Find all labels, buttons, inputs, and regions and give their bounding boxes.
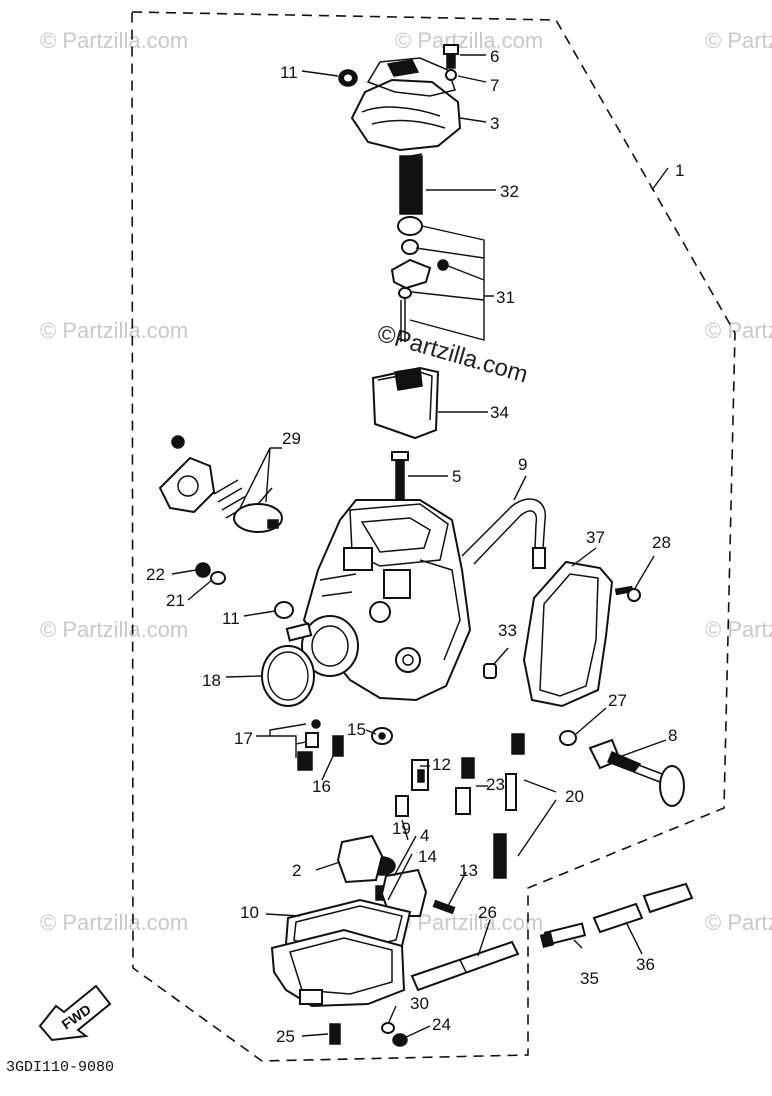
callout-10: 10 (240, 903, 259, 922)
watermark-low-right: © Partzilla.com (705, 617, 772, 642)
callout-19: 19 (392, 819, 411, 838)
side-cover-37 (522, 560, 614, 708)
callout-8: 8 (668, 726, 677, 745)
o-ring-30 (381, 1022, 395, 1034)
throttle-valve-group-31 (390, 216, 449, 342)
callout-25: 25 (276, 1027, 295, 1046)
callout-27: 27 (608, 691, 627, 710)
watermark-top-right: © Partzilla.com (705, 28, 772, 53)
callout-17: 17 (234, 729, 253, 748)
callout-23: 23 (486, 775, 505, 794)
accel-pump-cover-29 (158, 435, 216, 514)
callout-34: 34 (490, 403, 509, 422)
watermark-top-left: © Partzilla.com (40, 28, 188, 53)
throttle-slide-34 (371, 366, 440, 440)
callout-36: 36 (636, 955, 655, 974)
fitting-35 (539, 922, 587, 948)
callout-28: 28 (652, 533, 671, 552)
callout-11-top: 11 (280, 63, 298, 82)
needle-jet-12 (411, 759, 429, 791)
screw-5 (391, 451, 409, 501)
jet-23 (455, 757, 475, 815)
callout-32: 32 (500, 182, 519, 201)
washer-21 (210, 571, 226, 585)
screw-28 (614, 585, 641, 602)
jet-17-group (297, 719, 321, 771)
callout-30: 30 (410, 994, 429, 1013)
callout-12: 12 (432, 755, 451, 774)
callout-4: 4 (420, 826, 429, 845)
watermark-top-center: © Partzilla.com (395, 28, 543, 53)
watermark-low-left: © Partzilla.com (40, 617, 188, 642)
cap-11-body (274, 601, 294, 619)
diagram-code: 3GDI110-9080 (6, 1059, 114, 1076)
drain-screw-25 (329, 1023, 341, 1045)
callout-29: 29 (282, 429, 301, 448)
main-jet-19 (395, 795, 409, 817)
starter-plunger-8 (588, 738, 685, 807)
cover-screw-6 (443, 44, 459, 69)
callout-5: 5 (452, 467, 461, 486)
accel-pump-spring-29 (213, 479, 251, 519)
forward-arrow: FWD (38, 984, 112, 1042)
jet-20 (493, 733, 525, 879)
carburetor-body (285, 499, 472, 702)
vent-hose-9 (461, 498, 546, 569)
washer-7 (445, 69, 457, 81)
callout-24: 24 (432, 1015, 451, 1034)
throttle-spring-32 (399, 153, 423, 215)
callout-22: 22 (146, 565, 165, 584)
callout-16: 16 (312, 777, 331, 796)
float-pin-13 (432, 899, 456, 915)
plug-33 (483, 663, 497, 679)
float-2 (336, 834, 428, 917)
float-bowl (270, 928, 406, 1008)
callout-21: 21 (166, 591, 185, 610)
drain-hose-26 (410, 940, 520, 992)
plug-15 (371, 727, 393, 745)
callout-labels: 1 2 3 4 5 6 7 8 9 10 11 11 12 13 14 15 1… (146, 47, 684, 1046)
callout-2: 2 (292, 861, 301, 880)
jet-16 (332, 735, 344, 757)
callout-11-body: 11 (222, 609, 240, 628)
callout-6: 6 (490, 47, 499, 66)
carb-top-cover (350, 57, 462, 152)
callout-20: 20 (565, 787, 584, 806)
watermark-mid-right: © Partzilla.com (705, 318, 772, 343)
watermark-bottom-left: © Partzilla.com (40, 910, 188, 935)
callout-1: 1 (675, 161, 684, 180)
hose-36 (592, 882, 694, 934)
screw-24 (392, 1033, 408, 1047)
accel-pump-diaphragm-29 (233, 487, 283, 533)
watermark-mid-left: © Partzilla.com (40, 318, 188, 343)
callout-31: 31 (496, 288, 515, 307)
callout-3: 3 (490, 114, 499, 133)
callout-35: 35 (580, 969, 599, 988)
callout-33: 33 (498, 621, 517, 640)
callout-15: 15 (347, 720, 366, 739)
callout-14: 14 (418, 847, 437, 866)
callout-13: 13 (459, 861, 478, 880)
leader-lines (171, 54, 669, 1039)
callout-26: 26 (478, 903, 497, 922)
watermark-bottom-right: © Partzilla.com (705, 910, 772, 935)
callout-37: 37 (586, 528, 605, 547)
assembly-boundary (131, 11, 736, 1062)
callout-18: 18 (202, 671, 221, 690)
cap-11-top (338, 69, 358, 87)
callout-9: 9 (518, 455, 527, 474)
callout-7: 7 (490, 76, 499, 95)
o-ring-27 (559, 730, 577, 746)
screw-22 (195, 562, 211, 578)
